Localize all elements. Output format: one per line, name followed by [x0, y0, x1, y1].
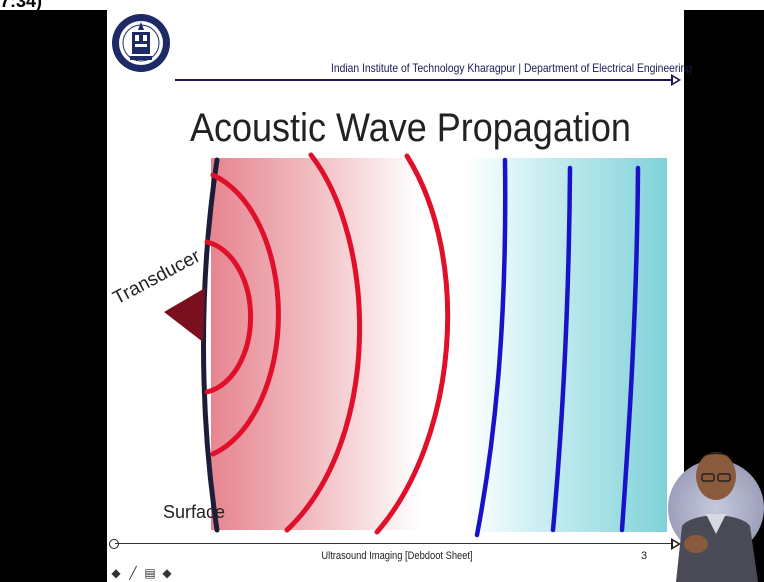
page-number: 3 [641, 550, 648, 562]
slide-menu-icon[interactable]: ▤ [144, 566, 156, 580]
footer-caption: Ultrasound Imaging [Debdoot Sheet] [321, 550, 473, 562]
near-field-region [211, 158, 421, 530]
plane-wavefronts [474, 157, 641, 538]
institution-header: Indian Institute of Technology Kharagpur… [331, 61, 693, 75]
surface-line [201, 157, 220, 533]
top-strip: 7:34) [0, 0, 764, 11]
slide-title: Acoustic Wave Propagation [190, 106, 631, 150]
wavefront-1 [204, 239, 254, 395]
footer-start-marker [109, 539, 119, 549]
letterbox-left [0, 10, 107, 582]
transducer-icon [164, 288, 205, 342]
presenter-video-thumbnail [668, 452, 764, 582]
wavefront-4 [374, 153, 451, 535]
wave-diagram [164, 152, 667, 538]
plane-wave-1 [474, 157, 508, 538]
spherical-wavefronts [204, 152, 451, 535]
plane-wave-3 [619, 165, 641, 533]
slide-navigation: ◆ ╱ ▤ ◆ [109, 566, 174, 580]
wavefront-2 [210, 172, 281, 457]
footer-rule [115, 543, 673, 544]
lecture-slide: Indian Institute of Technology Kharagpur… [107, 10, 693, 582]
clipped-timestamp: 7:34) [0, 0, 43, 11]
header-rule [175, 79, 675, 81]
iit-kharagpur-logo-icon [112, 14, 170, 72]
arrow-right-icon[interactable]: ◆ [162, 566, 172, 580]
arrow-left-icon[interactable]: ◆ [111, 566, 121, 580]
plane-wave-2 [550, 165, 573, 533]
wavefront-3 [284, 152, 363, 533]
surface-label: Surface [163, 502, 226, 522]
pen-icon[interactable]: ╱ [129, 566, 137, 580]
